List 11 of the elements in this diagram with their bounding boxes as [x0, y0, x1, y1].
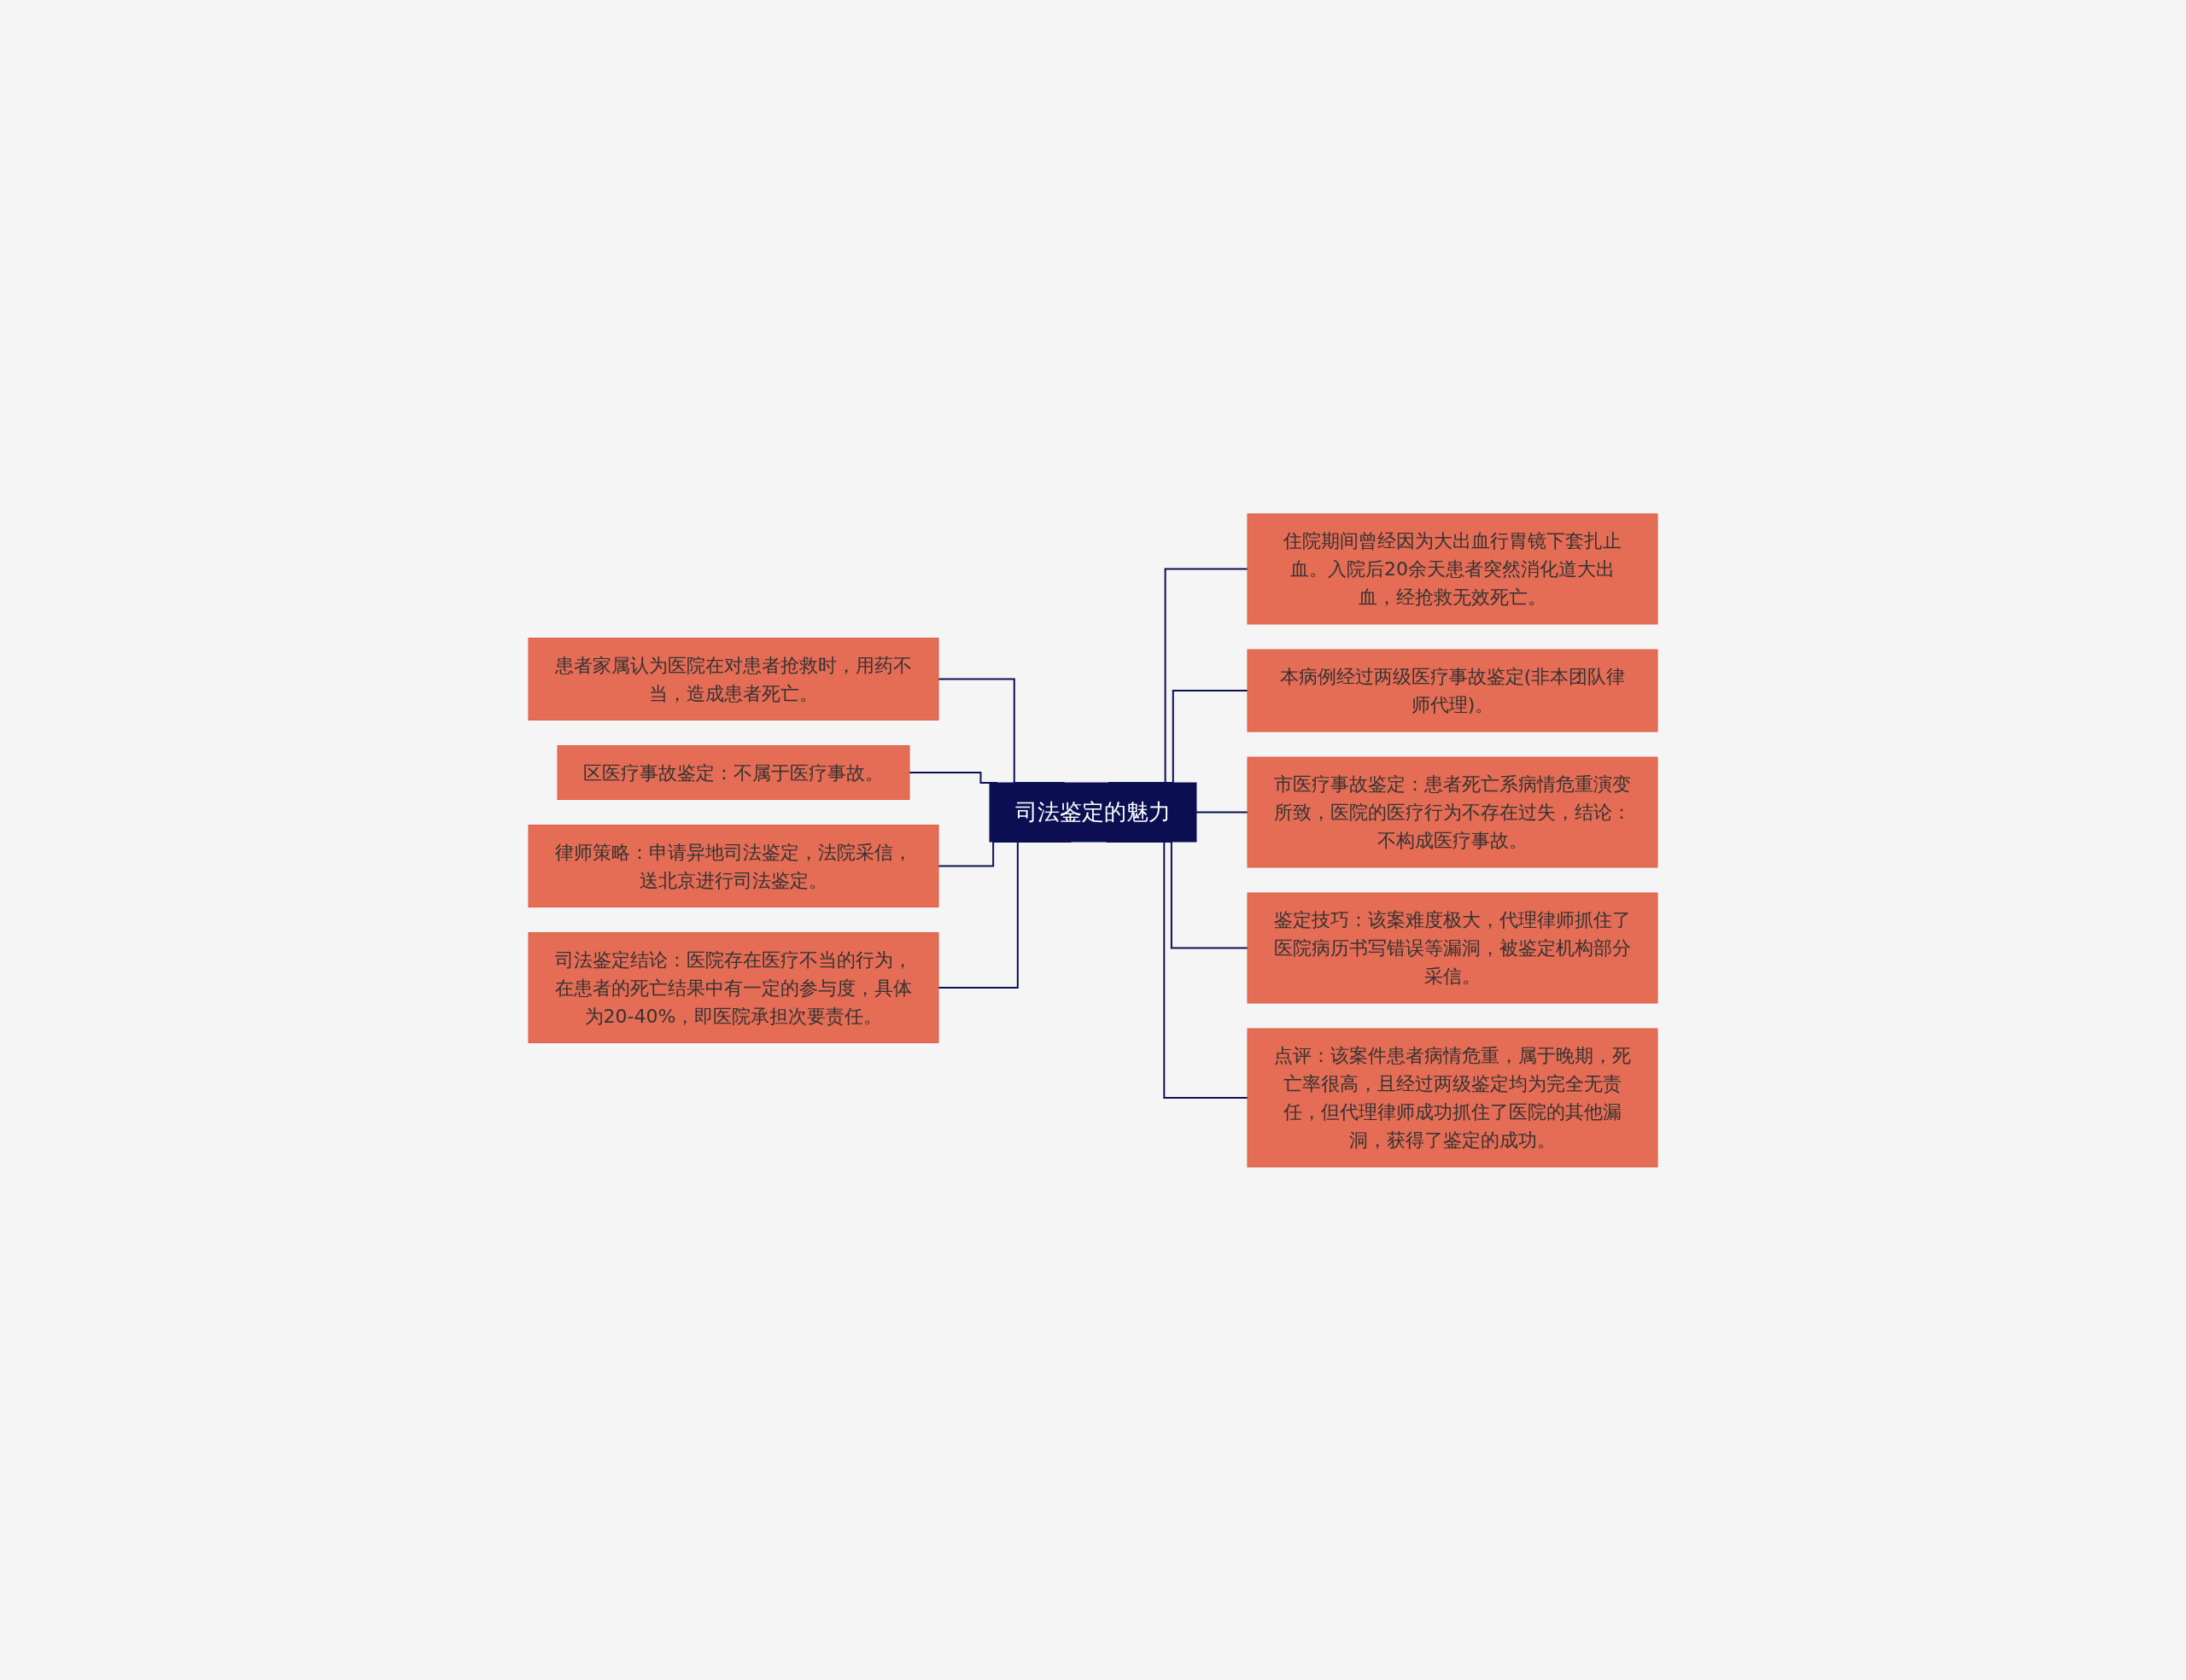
node-box: 本病例经过两级医疗事故鉴定(非本团队律师代理)。: [1247, 649, 1658, 732]
node-box: 点评：该案件患者病情危重，属于晚期，死亡率很高，且经过两级鉴定均为完全无责任，但代理律师成功抓住了医院的其他漏洞，获得了鉴定的成功。: [1247, 1028, 1658, 1167]
node-box: 司法鉴定结论：医院存在医疗不当的行为，在患者的死亡结果中有一定的参与度，具体为20-40%，即医院承担次要责任。: [528, 931, 939, 1043]
node-box: 鉴定技巧：该案难度极大，代理律师抓住了医院病历书写错误等漏洞，被鉴定机构部分采信。: [1247, 892, 1658, 1003]
node-box: 住院期间曾经因为大出血行胃镜下套扎止血。入院后20余天患者突然消化道大出血，经抢救无效死亡。: [1247, 513, 1658, 624]
connector: [1195, 811, 1248, 813]
node-box: 律师策略：申请异地司法鉴定，法院采信，送北京进行司法鉴定。: [528, 824, 939, 907]
node-box: 司法鉴定的魅力: [989, 782, 1197, 842]
node-box: 市医疗事故鉴定：患者死亡系病情危重演变所致，医院的医疗行为不存在过失，结论：不构成医疗事故。: [1247, 756, 1658, 867]
node-box: 区医疗事故鉴定：不属于医疗事故。: [557, 744, 910, 800]
node-box: 患者家属认为医院在对患者抢救时，用药不当，造成患者死亡。: [528, 637, 939, 720]
